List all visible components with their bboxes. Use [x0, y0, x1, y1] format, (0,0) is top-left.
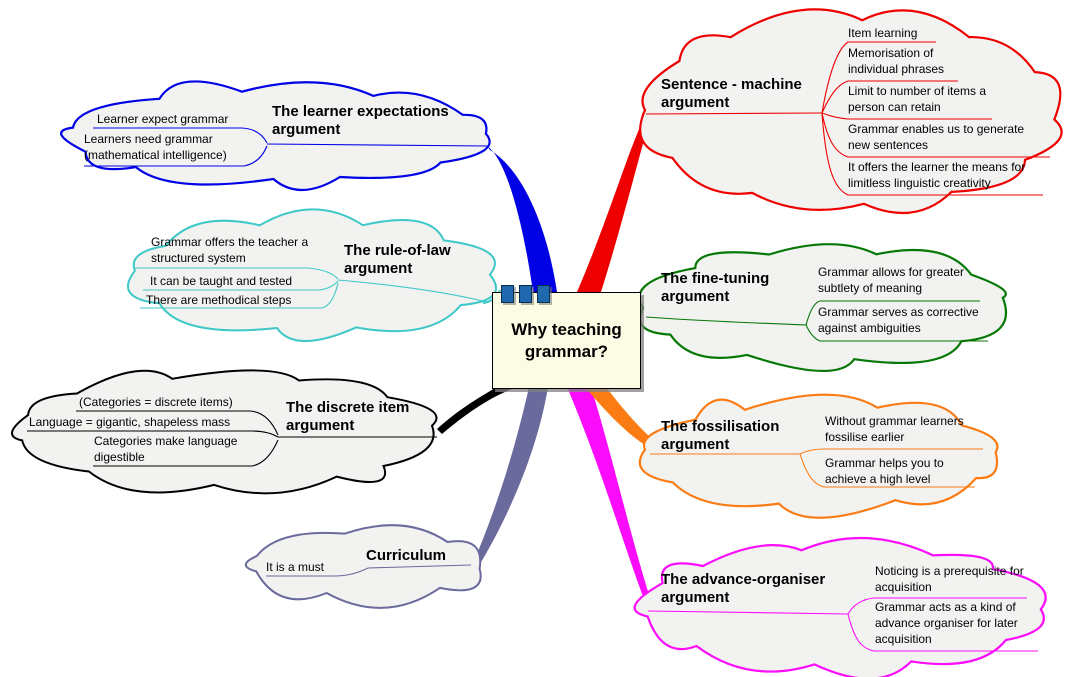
cloud-discrete-item[interactable]	[11, 369, 438, 495]
item-label[interactable]: Language = gigantic, shapeless mass	[29, 415, 231, 429]
connector-advance-organiser	[567, 387, 651, 605]
lines-curriculum	[266, 564, 472, 577]
item-label[interactable]: (Categories = discrete items)	[79, 395, 233, 409]
item-label[interactable]: Grammar acts as a kind of advance organi…	[875, 600, 1018, 647]
lines-fossilisation	[650, 448, 983, 488]
cloud-advance-organiser[interactable]	[633, 537, 1047, 677]
branch-title-fine-tuning[interactable]: The fine-tuning argument	[661, 270, 770, 305]
item-label[interactable]: Without grammar learners fossilise earli…	[825, 414, 964, 445]
item-label[interactable]: It offers the learner the means for limi…	[848, 160, 1026, 191]
center-topic-node[interactable]: Why teaching grammar?	[492, 285, 641, 389]
item-label[interactable]: Noticing is a prerequisite for acquisiti…	[875, 564, 1024, 595]
item-label[interactable]: Grammar allows for greater subtlety of m…	[818, 265, 965, 296]
item-label[interactable]: Limit to number of items a person can re…	[848, 84, 987, 115]
branch-title-curriculum[interactable]: Curriculum	[366, 547, 447, 564]
item-label[interactable]: Grammar offers the teacher a structured …	[151, 235, 309, 266]
lines-learner-expectations	[84, 127, 488, 167]
item-label[interactable]: Memorisation of individual phrases	[848, 46, 945, 77]
branch-title-sentence-machine[interactable]: Sentence - machine argument	[661, 76, 802, 111]
cloud-fine-tuning[interactable]	[638, 243, 1008, 373]
cloud-curriculum[interactable]	[244, 524, 482, 609]
branch-title-discrete-item[interactable]: The discrete item argument	[286, 399, 410, 434]
lines-discrete-item	[27, 410, 437, 467]
item-label[interactable]: It is a must	[266, 560, 325, 574]
cloud-sentence-machine[interactable]	[639, 8, 1063, 215]
lines-sentence-machine	[645, 41, 1050, 196]
branch-title-advance-organiser[interactable]: The advance-organiser argument	[661, 571, 826, 606]
connector-sentence-machine	[577, 114, 650, 292]
lines-rule-of-law	[135, 267, 488, 309]
branch-title-rule-of-law[interactable]: The rule-of-law argument	[344, 242, 451, 277]
branch-title-learner-expectations[interactable]: The learner expectations argument	[272, 103, 449, 138]
item-label[interactable]: Categories make language digestible	[94, 434, 238, 465]
connector-fossilisation	[585, 387, 652, 445]
lines-fine-tuning	[645, 300, 988, 342]
center-topic-title: Why teaching grammar?	[511, 320, 622, 361]
clip-icon	[501, 285, 514, 303]
item-label[interactable]: It can be taught and tested	[150, 274, 293, 288]
cloud-learner-expectations[interactable]	[60, 80, 491, 192]
item-label[interactable]: Item learning	[848, 26, 918, 40]
clip-icon	[537, 285, 550, 303]
item-label[interactable]: Learners need grammar (mathematical inte…	[84, 132, 227, 163]
item-label[interactable]: Grammar enables us to generate new sente…	[848, 122, 1025, 153]
item-label[interactable]: Grammar helps you to achieve a high leve…	[825, 456, 944, 487]
lines-advance-organiser	[647, 597, 1038, 652]
connector-curriculum	[472, 387, 548, 569]
branch-title-fossilisation[interactable]: The fossilisation argument	[661, 418, 780, 453]
item-label[interactable]: Learner expect grammar	[97, 112, 229, 126]
clip-icon	[519, 285, 532, 303]
connector-learner-expectations	[487, 146, 557, 292]
item-label[interactable]: Grammar serves as corrective against amb…	[818, 305, 979, 336]
item-label[interactable]: There are methodical steps	[146, 293, 292, 307]
connector-discrete-item	[437, 387, 517, 434]
